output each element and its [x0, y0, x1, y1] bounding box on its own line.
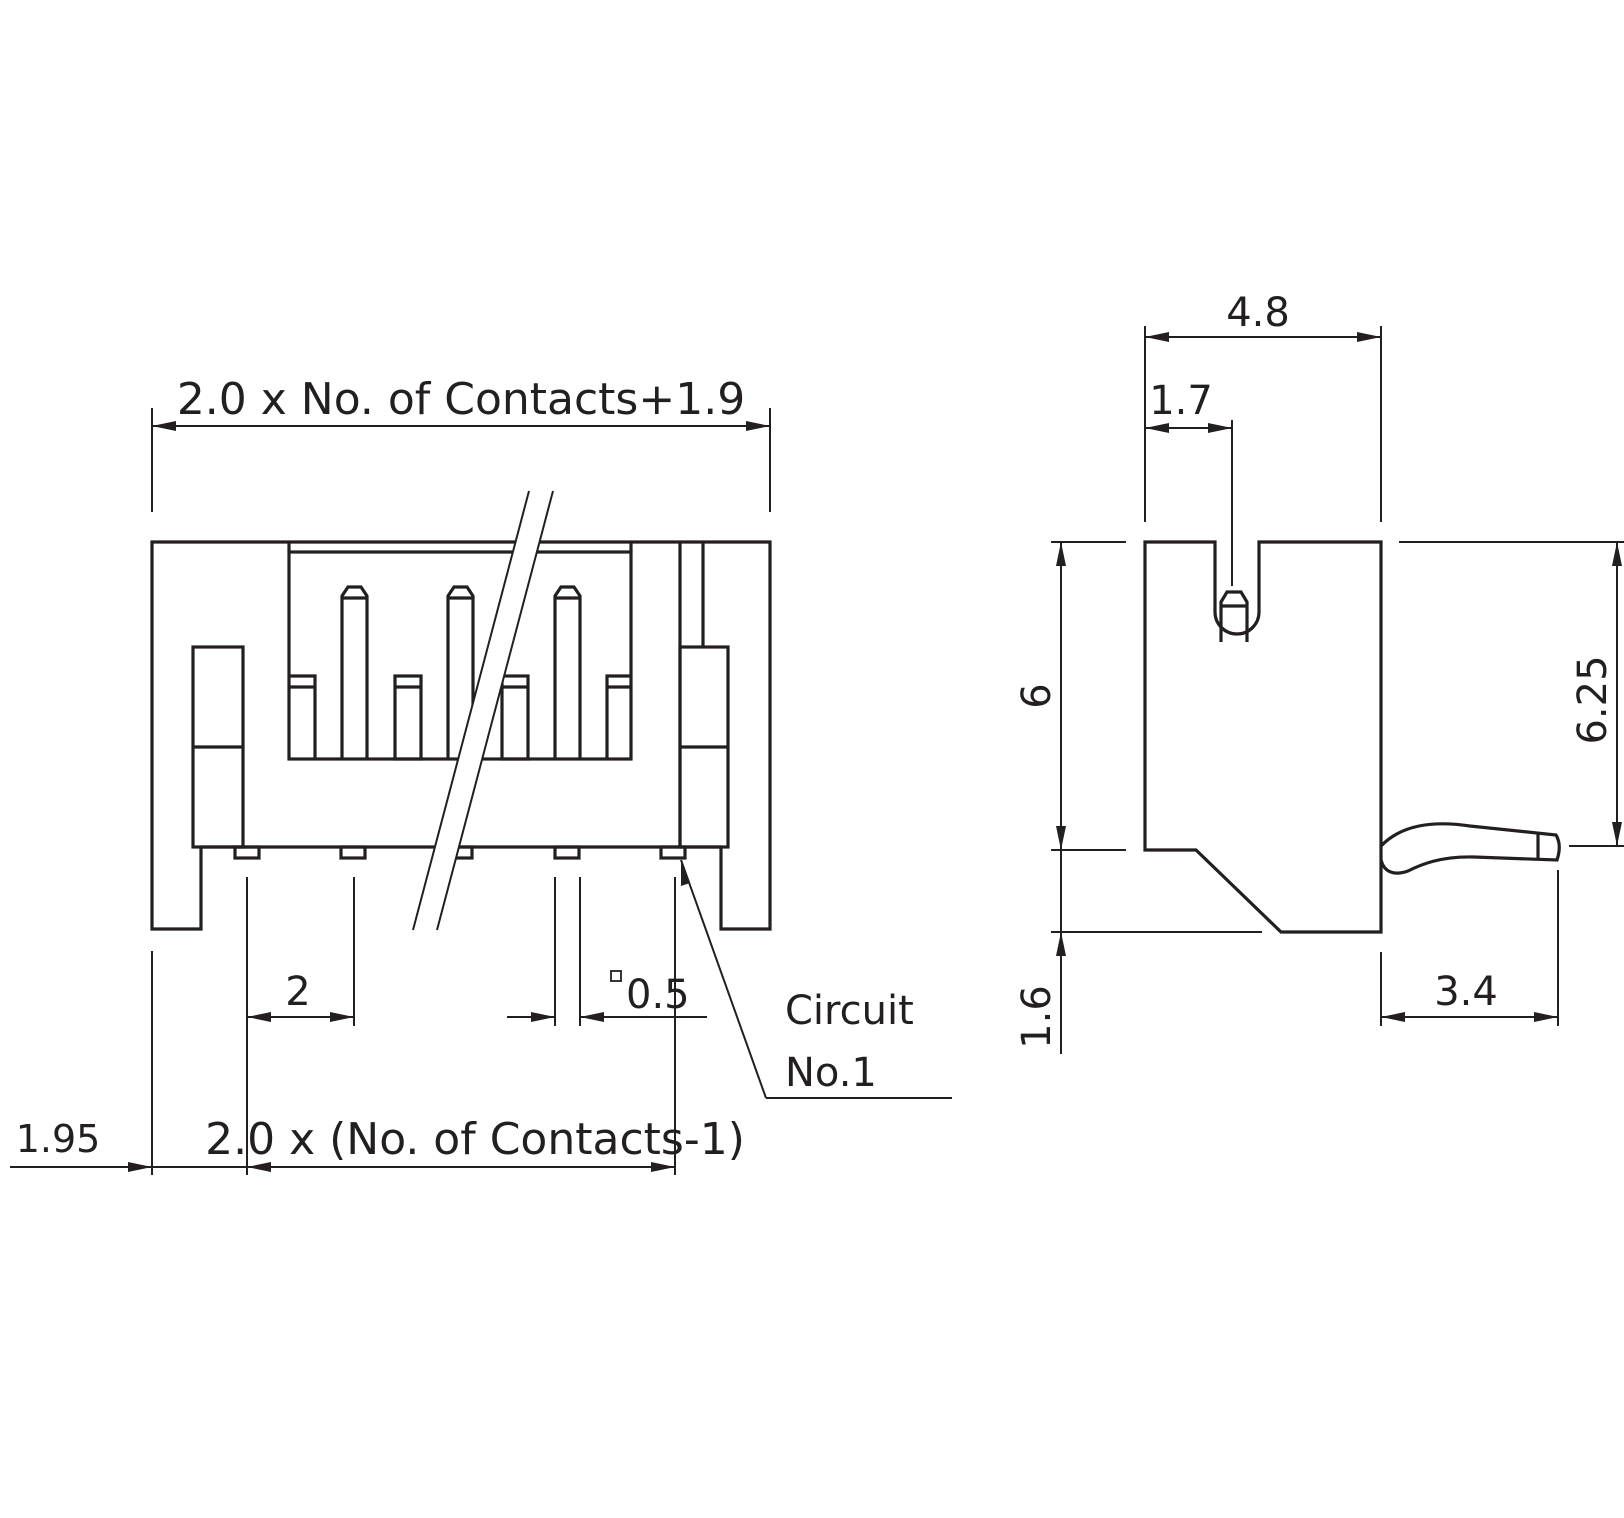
- circuit-label-line2: No.1: [785, 1050, 877, 1096]
- overall-width-label: 2.0 x No. of Contacts+1.9: [177, 374, 745, 425]
- pin-size-label: 0.5: [626, 972, 690, 1018]
- break-lines: [413, 491, 553, 930]
- side-body: [1143, 540, 1383, 934]
- circuit-label-line1: Circuit: [785, 988, 914, 1034]
- lead-length-label: 3.4: [1434, 969, 1498, 1015]
- short-pins: [289, 674, 631, 761]
- front-view: 2.0 x No. of Contacts+1.9 2 0.5 Circuit …: [10, 374, 952, 1175]
- housing-outline: [150, 540, 772, 931]
- bent-lead: [1379, 822, 1561, 875]
- pin-span-label: 2.0 x (No. of Contacts-1): [205, 1114, 745, 1165]
- body-height-label: 6: [1014, 683, 1060, 708]
- offset-label: 1.95: [16, 1117, 101, 1161]
- depth-label: 4.8: [1226, 290, 1290, 336]
- slot-offset-label: 1.7: [1149, 378, 1213, 424]
- total-height-label: 6.25: [1570, 655, 1616, 744]
- smt-leads: [233, 845, 687, 860]
- tall-pins: [340, 585, 582, 759]
- standoff-label: 1.6: [1014, 985, 1060, 1049]
- square-symbol: [610, 970, 622, 982]
- pitch-label: 2: [285, 969, 310, 1015]
- side-view: 4.8 1.7 6 1.6 6.25 3.4: [1014, 290, 1624, 1054]
